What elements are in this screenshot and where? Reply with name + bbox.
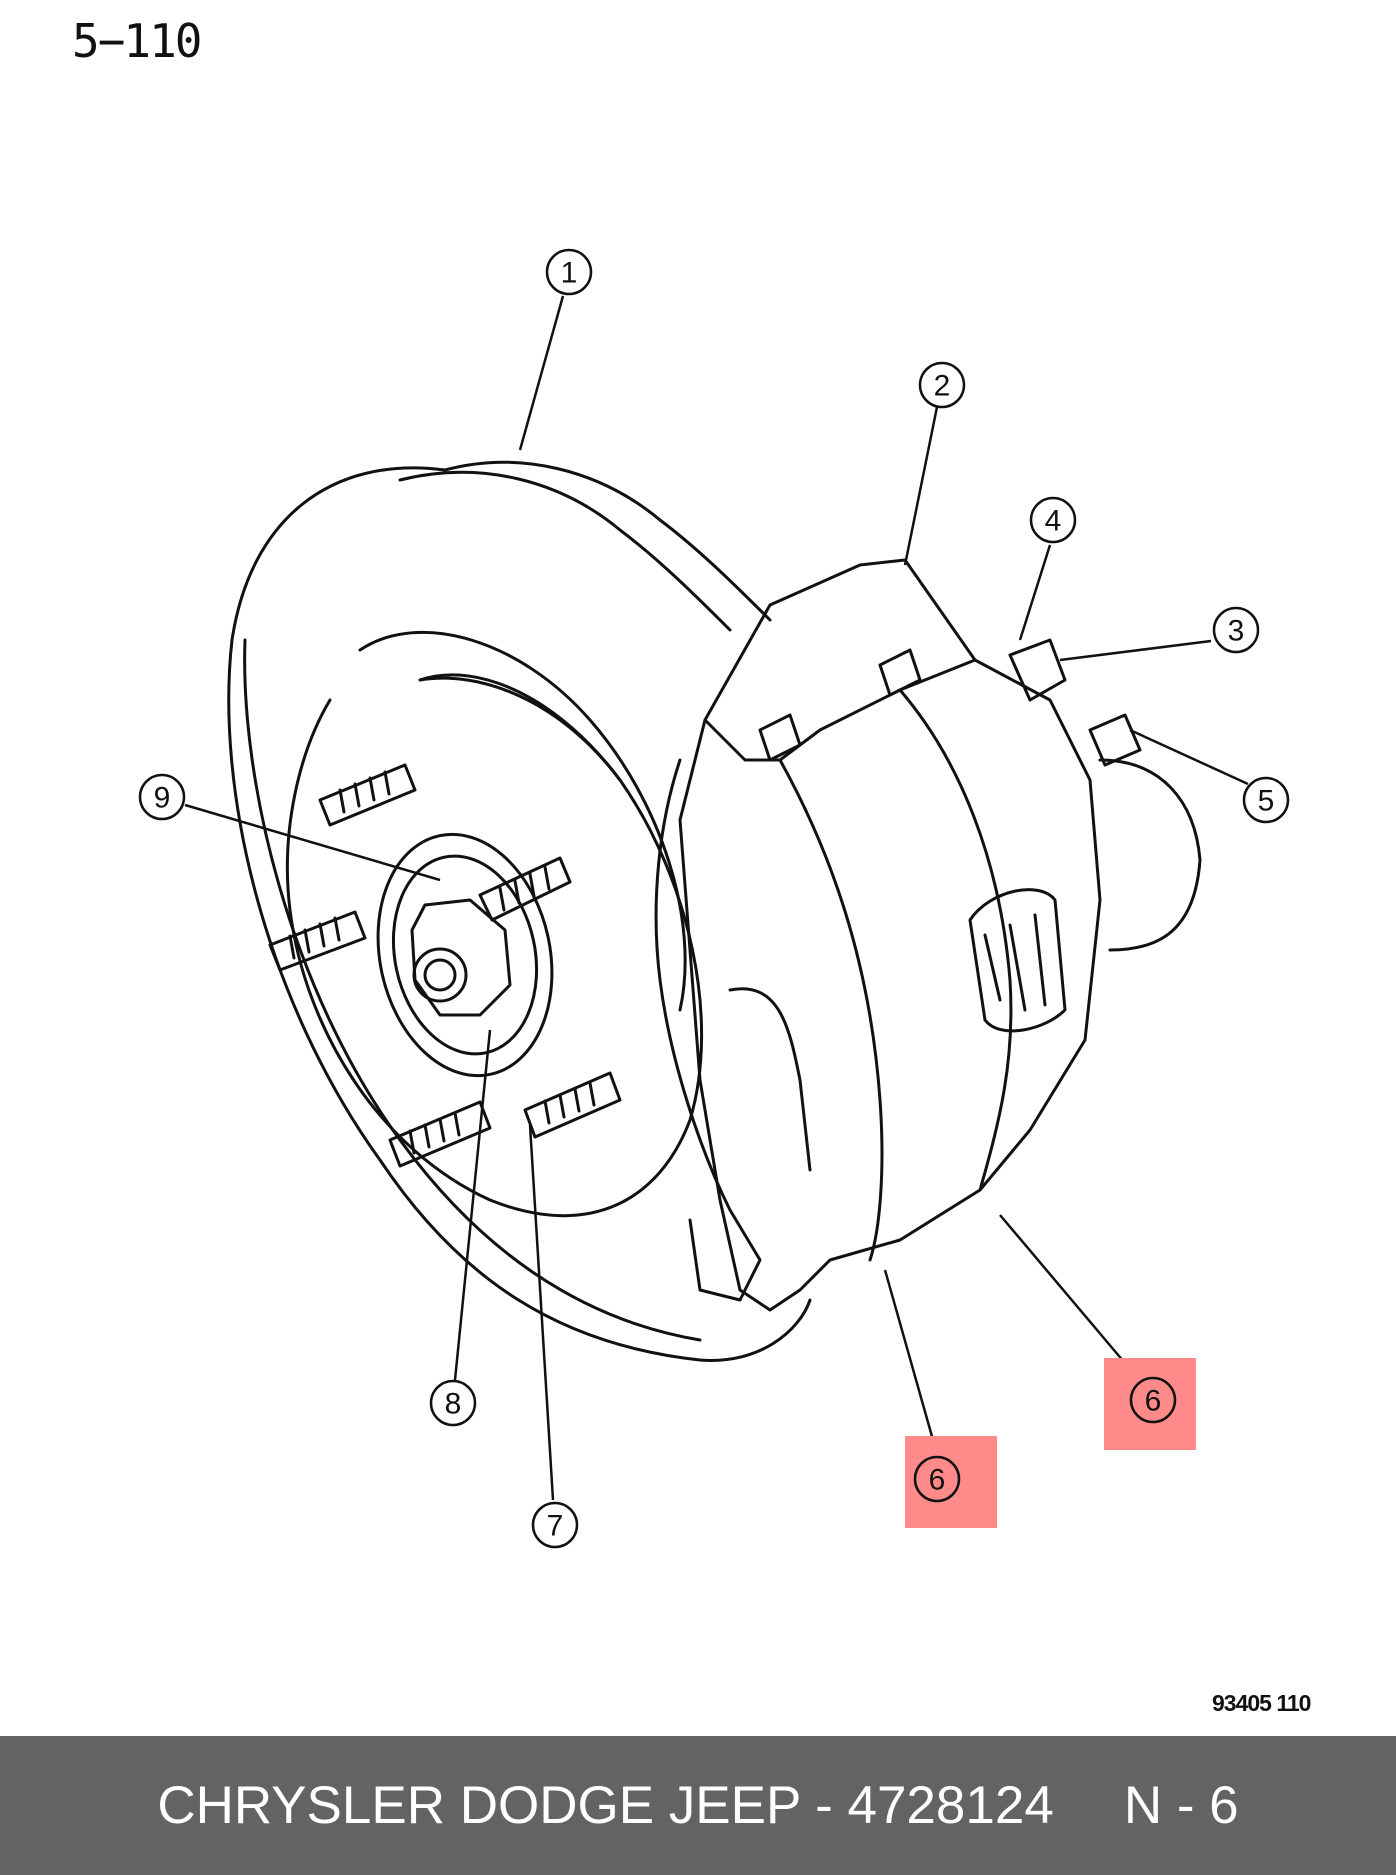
spindle-bore <box>412 947 468 1003</box>
rotor-edge-inner <box>398 470 732 632</box>
drawing-id: 93405 110 <box>1212 1690 1311 1716</box>
rotor-outline <box>227 466 812 1362</box>
wheel-studs <box>268 763 622 1168</box>
hub-ring <box>358 630 687 1012</box>
callout-2-label: 2 <box>934 370 951 403</box>
footer-bar: CHRYSLER DODGE JEEP - 4728124 N - 6 <box>0 1736 1396 1875</box>
spindle-nut <box>410 898 512 1017</box>
callout-1-label: 1 <box>561 257 578 290</box>
guide-pin-bolt-upper <box>1008 638 1067 702</box>
hub-flange <box>376 832 554 1078</box>
brake-pad <box>654 758 762 1302</box>
callout-7-label: 7 <box>547 1510 564 1543</box>
callout-9-label: 9 <box>154 782 171 815</box>
page-code: 5−110 <box>72 14 202 68</box>
caliper-window <box>968 888 1067 1033</box>
callout-6-label-right: 6 <box>1145 1385 1162 1418</box>
callout-4-label: 4 <box>1045 505 1062 538</box>
part-number-text: CHRYSLER DODGE JEEP - 4728124 <box>157 1776 1054 1835</box>
rotor-edge <box>443 460 772 622</box>
brake-assembly-diagram: 1 2 3 4 5 6 6 7 8 9 <box>138 248 1290 1549</box>
callout-5-label: 5 <box>1258 785 1275 818</box>
guide-pin-bolt-lower <box>1088 713 1142 767</box>
callout-3-label: 3 <box>1228 615 1245 648</box>
highlight-box-6-right <box>1104 1358 1196 1450</box>
highlight-box-6-left <box>905 1436 997 1528</box>
callout-8-label: 8 <box>445 1388 462 1421</box>
callout-6-label-left: 6 <box>929 1464 946 1497</box>
hub-face <box>285 676 704 1218</box>
diagram-label-text: N - 6 <box>1123 1776 1239 1835</box>
